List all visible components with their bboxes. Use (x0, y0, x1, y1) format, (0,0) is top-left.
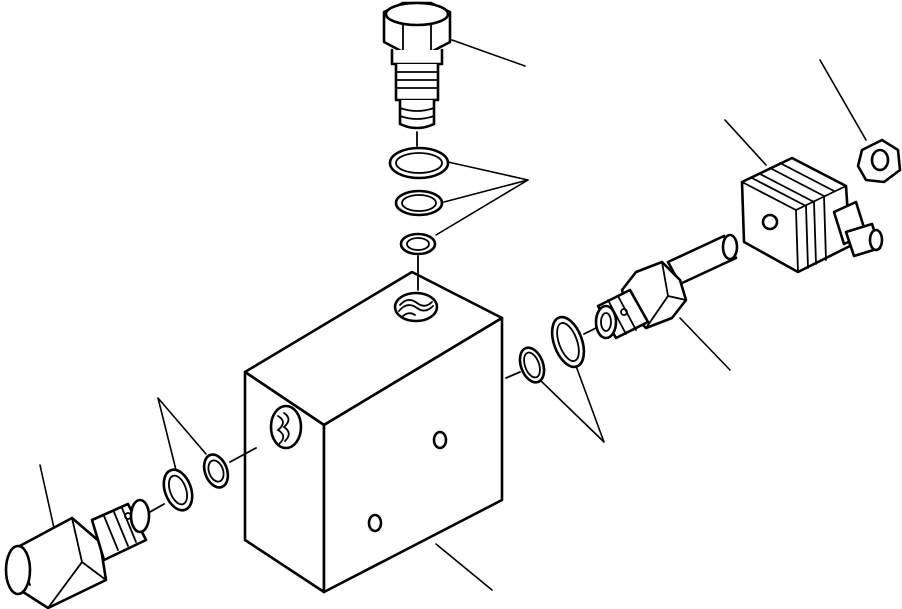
right-o-ring-small (518, 346, 546, 384)
leader-valve-block (435, 543, 493, 591)
left-o-ring-large (162, 468, 194, 512)
relief-valve-cartridge (4, 498, 151, 609)
solenoid-cartridge-valve (594, 233, 739, 340)
leader-relief-valve (39, 464, 55, 529)
leader-top-o-rings (435, 161, 529, 236)
assembly-center-lines (149, 131, 597, 513)
left-o-ring-small (202, 453, 230, 489)
leader-right-o-rings (539, 365, 605, 443)
leader-coil-nut (819, 59, 867, 141)
leader-left-o-rings (157, 397, 207, 471)
solenoid-coil (740, 156, 884, 274)
coil-nut (856, 138, 902, 184)
top-o-ring-large (388, 146, 450, 180)
leader-top-plug (451, 39, 526, 67)
callout-leader-lines (39, 39, 867, 591)
top-o-ring-small (399, 232, 437, 256)
leader-cartridge-valve (679, 317, 731, 371)
right-o-ring-large (550, 315, 586, 369)
top-o-ring-medium (394, 189, 444, 217)
top-plug (382, 1, 452, 130)
valve-block (243, 270, 504, 594)
leader-coil (724, 119, 767, 166)
